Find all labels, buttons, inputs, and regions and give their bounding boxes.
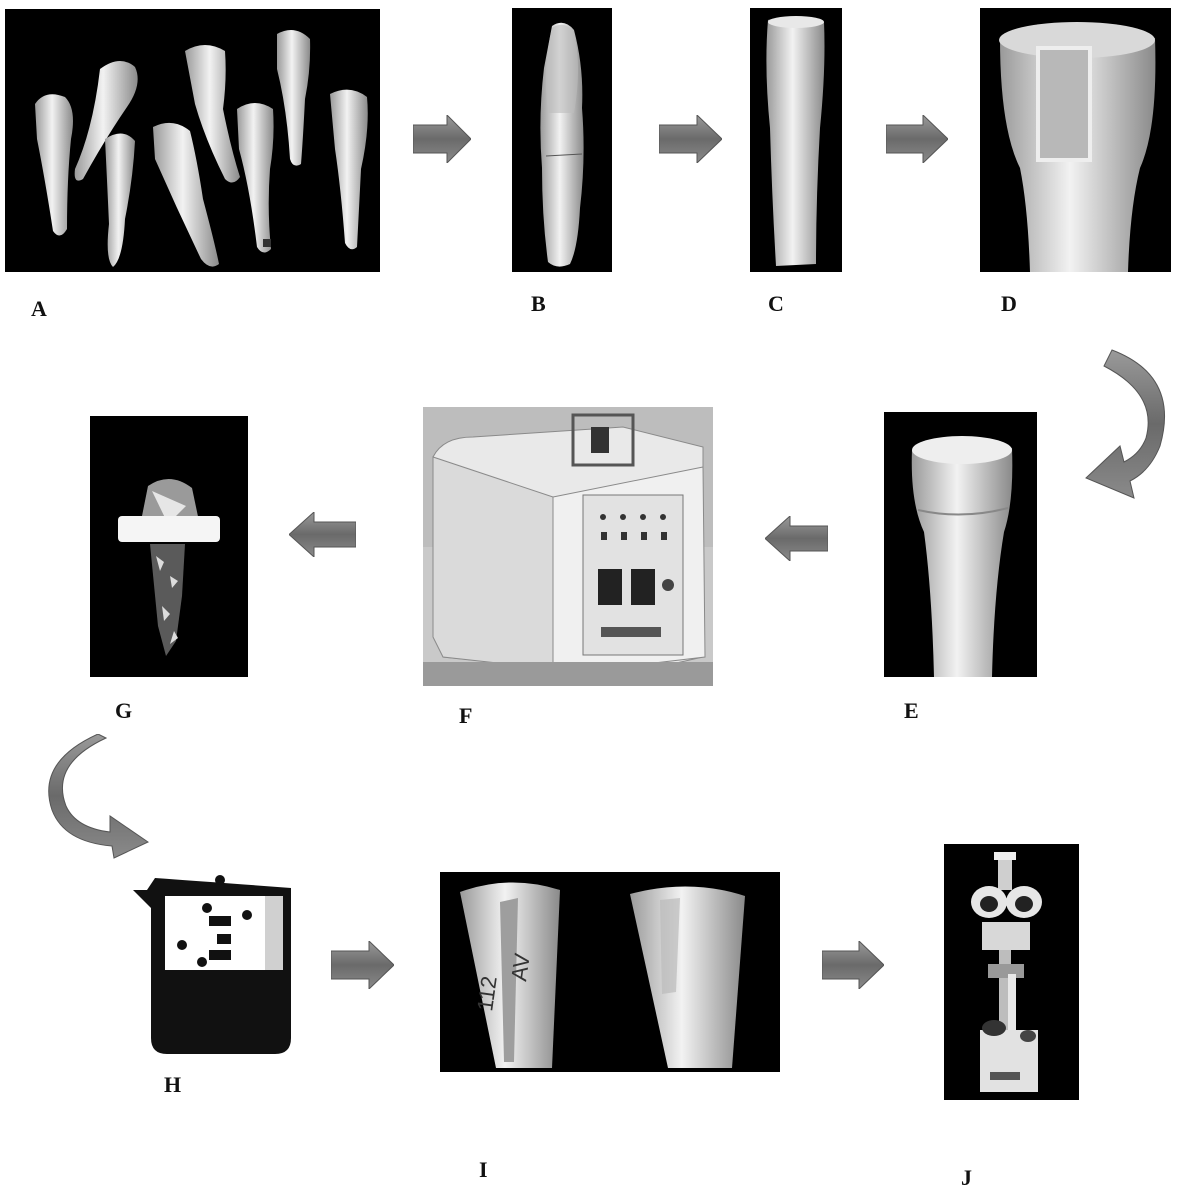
label-d: D — [1001, 291, 1017, 317]
label-e: E — [904, 698, 919, 724]
arrow-i-to-j — [822, 941, 884, 989]
label-i: I — [479, 1157, 488, 1183]
panel-j-stereomicroscope — [944, 844, 1079, 1100]
label-a: A — [31, 296, 47, 322]
arrow-f-to-g — [289, 512, 356, 557]
label-h: H — [164, 1072, 181, 1098]
arrow-h-to-i — [331, 941, 394, 989]
panel-b-tooth — [512, 8, 612, 272]
panel-f-thermocycling-machine — [423, 407, 713, 686]
panel-i-sectioned-specimens: 112 AV — [440, 872, 780, 1072]
label-j: J — [961, 1165, 972, 1191]
curved-arrow-d-to-e — [1082, 346, 1176, 506]
panel-a-extracted-teeth — [5, 9, 380, 272]
label-f: F — [459, 703, 472, 729]
specimen-mark-av: AV — [506, 951, 535, 982]
arrow-e-to-f — [765, 516, 828, 561]
panel-g-mounted-specimen — [90, 416, 248, 677]
arrow-a-to-b — [413, 115, 471, 163]
label-b: B — [531, 291, 546, 317]
panel-e-restored-tooth — [884, 412, 1037, 677]
label-c: C — [768, 291, 784, 317]
panel-h-dye-beaker — [125, 868, 297, 1058]
label-g: G — [115, 698, 132, 724]
specimen-mark-112: 112 — [472, 974, 502, 1012]
arrow-c-to-d — [886, 115, 948, 163]
arrow-b-to-c — [659, 115, 722, 163]
panel-d-cavity-prep — [980, 8, 1171, 272]
curved-arrow-g-to-h — [40, 734, 150, 859]
panel-c-decoronated-root — [750, 8, 842, 272]
